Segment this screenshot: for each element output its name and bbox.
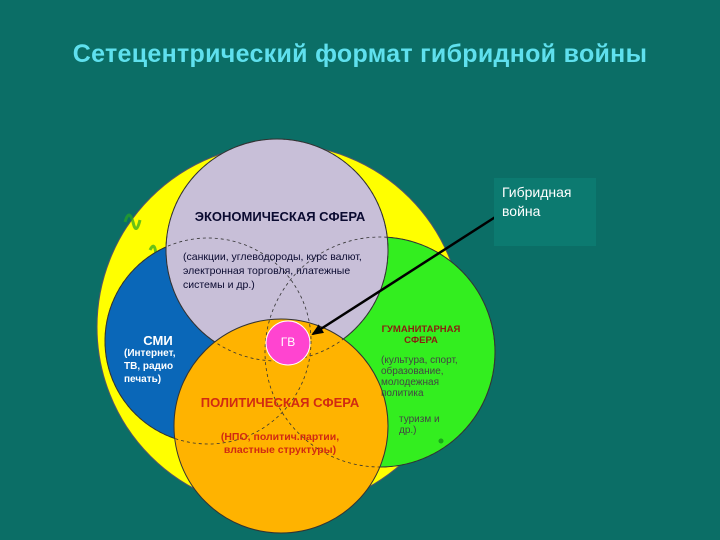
- humanitarian-sphere-title: ГУМАНИТАРНАЯ СФЕРА: [381, 324, 461, 347]
- green-dot: [438, 438, 444, 444]
- humanitarian-sphere-desc: (культура, спорт, образование, молодежна…: [381, 355, 458, 399]
- center-circle: [265, 320, 311, 366]
- humanitarian-outline: [264, 236, 496, 468]
- page-title: Сетецентрический формат гибридной войны: [72, 40, 648, 68]
- media-sphere-title: СМИ: [143, 333, 173, 348]
- economic-sphere-title: ЭКОНОМИЧЕСКАЯ СФЕРА: [194, 209, 366, 224]
- media-outline: [104, 237, 312, 445]
- political-sphere-desc: (НПО, политич.партии, властные структуры…: [220, 431, 340, 456]
- hybrid-arrow: [311, 212, 501, 336]
- economic-sphere-desc: (санкции, углеводороды, курс валют, элек…: [183, 251, 362, 292]
- humanitarian-sphere-desc-2: туризм и др.): [399, 414, 440, 436]
- political-sphere: [173, 318, 389, 534]
- political-sphere-title: ПОЛИТИЧЕСКАЯ СФЕРА: [200, 395, 360, 410]
- center-label: ГВ: [280, 335, 296, 349]
- hybrid-war-box: Гибридная война: [494, 178, 596, 246]
- media-sphere-desc: (Интернет, ТВ, радио печать): [124, 348, 176, 385]
- hybrid-war-label: Гибридная война: [502, 184, 572, 219]
